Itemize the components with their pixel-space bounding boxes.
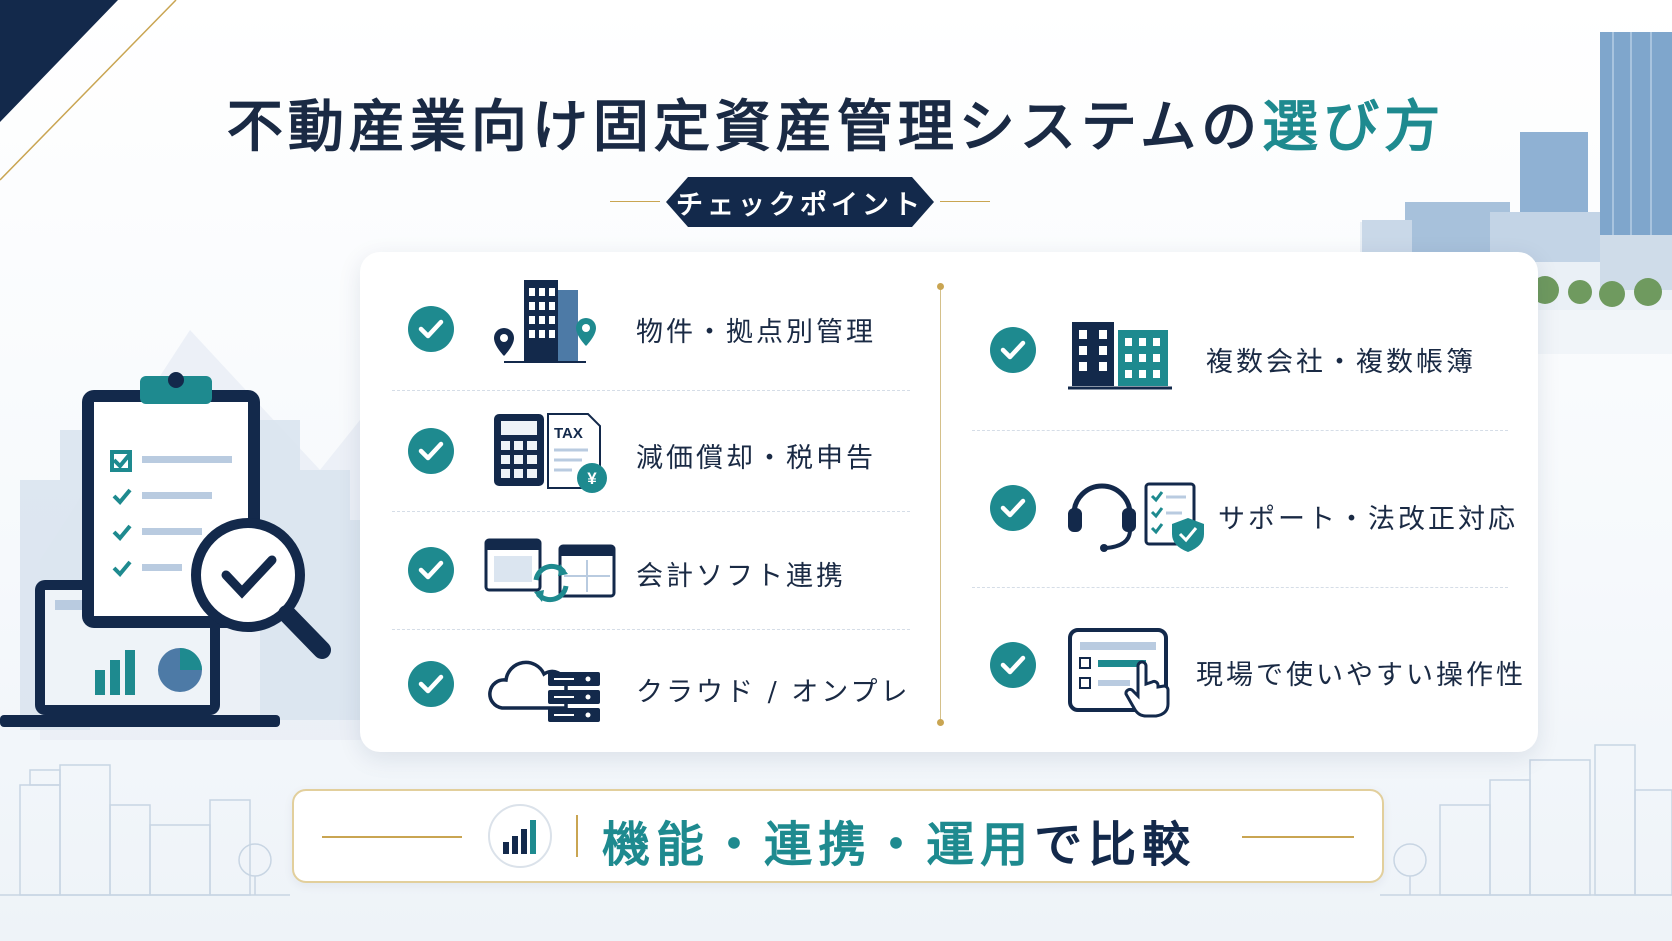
comparison-suffix: で比較 <box>1034 817 1197 873</box>
tablet-touch-icon <box>1068 628 1170 718</box>
comparison-banner: 機能・連携・運用で比較 <box>292 789 1384 883</box>
checkpoint-label: クラウド / オンプレ <box>636 677 911 708</box>
multiple-buildings-icon <box>1068 322 1172 390</box>
checklist-illustration <box>0 372 331 727</box>
calculator-tax-icon: TAX ¥ <box>494 413 607 493</box>
subtitle-line-left <box>610 201 660 202</box>
magnifier-icon <box>191 518 331 659</box>
checkmark-icon <box>408 547 454 593</box>
banner-line-left <box>322 836 462 838</box>
comparison-function: 機能 <box>602 817 711 873</box>
row-separator <box>392 511 910 512</box>
cloud-server-icon <box>488 660 600 722</box>
checkpoint-label: 現場で使いやすい操作性 <box>1196 660 1526 691</box>
row-separator <box>392 629 910 630</box>
banner-line-right <box>1242 836 1354 838</box>
checkpoint-label: 減価償却・税申告 <box>636 443 876 474</box>
banner-gold-separator <box>576 815 578 857</box>
checkpoint-label: サポート・法改正対応 <box>1218 504 1518 535</box>
software-sync-icon <box>484 538 616 603</box>
subtitle-banner: チェックポイント <box>610 177 990 227</box>
title-main: 不動産業向け固定資産管理システムの <box>226 94 1263 160</box>
checkmark-icon <box>990 327 1036 373</box>
row-separator <box>972 430 1508 431</box>
page-title: 不動産業向け固定資産管理システムの選び方 <box>0 82 1672 163</box>
title-accent: 選び方 <box>1262 94 1446 160</box>
comparison-integration: 連携 <box>764 817 873 873</box>
comparison-operation: 運用 <box>926 817 1035 873</box>
checkmark-icon <box>408 428 454 474</box>
corner-triangle <box>0 0 118 122</box>
checkmark-icon <box>408 661 454 707</box>
comparison-text: 機能・連携・運用で比較 <box>602 805 1196 875</box>
bottom-right-skyline <box>1380 744 1672 896</box>
checkpoint-label: 会計ソフト連携 <box>636 561 846 592</box>
bar-chart-icon <box>488 804 552 868</box>
column-divider <box>940 286 941 723</box>
checkmark-icon <box>408 306 454 352</box>
subtitle-badge: チェックポイント <box>666 177 934 227</box>
tax-text: TAX <box>554 425 583 442</box>
checkpoint-label: 複数会社・複数帳簿 <box>1206 347 1476 378</box>
divider-dot-top <box>937 283 944 290</box>
bottom-left-skyline <box>0 764 290 896</box>
subtitle-line-right <box>940 201 990 202</box>
checkmark-icon <box>990 642 1036 688</box>
divider-dot-bottom <box>937 719 944 726</box>
checkmark-icon <box>990 485 1036 531</box>
row-separator <box>972 587 1508 588</box>
headset-shield-icon <box>1068 482 1204 552</box>
building-location-icon <box>494 280 596 363</box>
corner-gold-line <box>0 0 177 181</box>
row-separator <box>392 390 910 391</box>
checkpoint-label: 物件・拠点別管理 <box>636 317 876 348</box>
comparison-separator: ・ <box>872 817 927 873</box>
comparison-separator: ・ <box>710 817 765 873</box>
yen-text: ¥ <box>587 469 597 488</box>
